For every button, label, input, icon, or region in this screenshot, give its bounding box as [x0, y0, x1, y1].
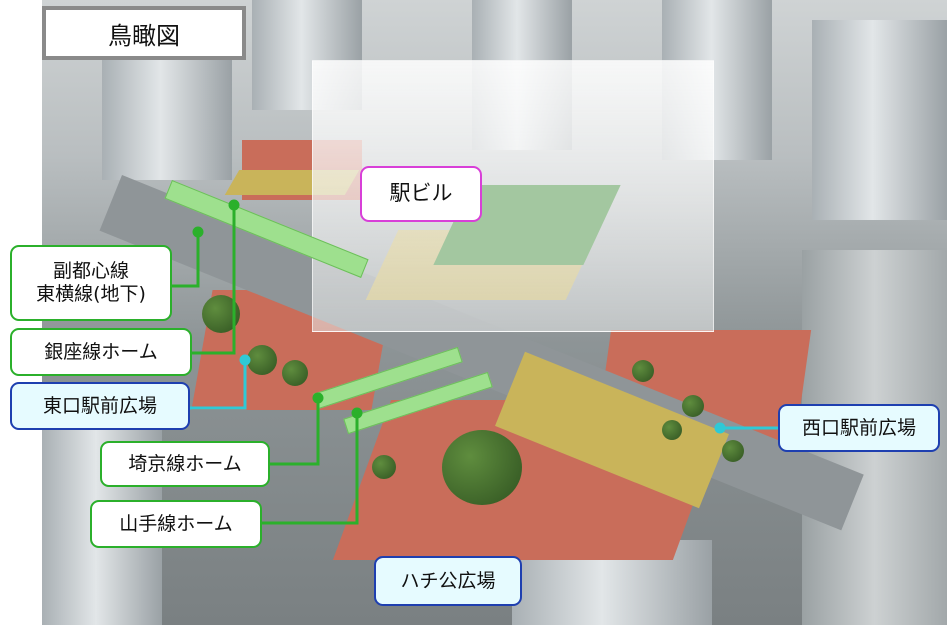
- tree: [632, 360, 654, 382]
- saikyo-line-platform-label: 埼京線ホーム: [100, 441, 270, 487]
- tree: [282, 360, 308, 386]
- toyoko-line-text: 東横線(地下): [36, 283, 146, 305]
- west-exit-plaza-label: 西口駅前広場: [778, 404, 940, 452]
- building: [812, 20, 947, 220]
- tree: [247, 345, 277, 375]
- fukutoshin-toyoko-label: 副都心線 東横線(地下): [10, 245, 172, 321]
- tree: [202, 295, 240, 333]
- hachiko-plaza-label: ハチ公広場: [374, 556, 522, 606]
- yamanote-line-platform-label: 山手線ホーム: [90, 500, 262, 548]
- tree: [372, 455, 396, 479]
- fukutoshin-line-text: 副都心線: [52, 260, 129, 283]
- station-building-label: 駅ビル: [360, 166, 482, 222]
- tree: [682, 395, 704, 417]
- east-exit-plaza-label: 東口駅前広場: [10, 382, 190, 430]
- page-title: 鳥瞰図: [42, 6, 246, 60]
- tree: [662, 420, 682, 440]
- building: [102, 40, 232, 180]
- tree: [442, 430, 522, 505]
- ginza-line-platform-label: 銀座線ホーム: [10, 328, 192, 376]
- tree: [722, 440, 744, 462]
